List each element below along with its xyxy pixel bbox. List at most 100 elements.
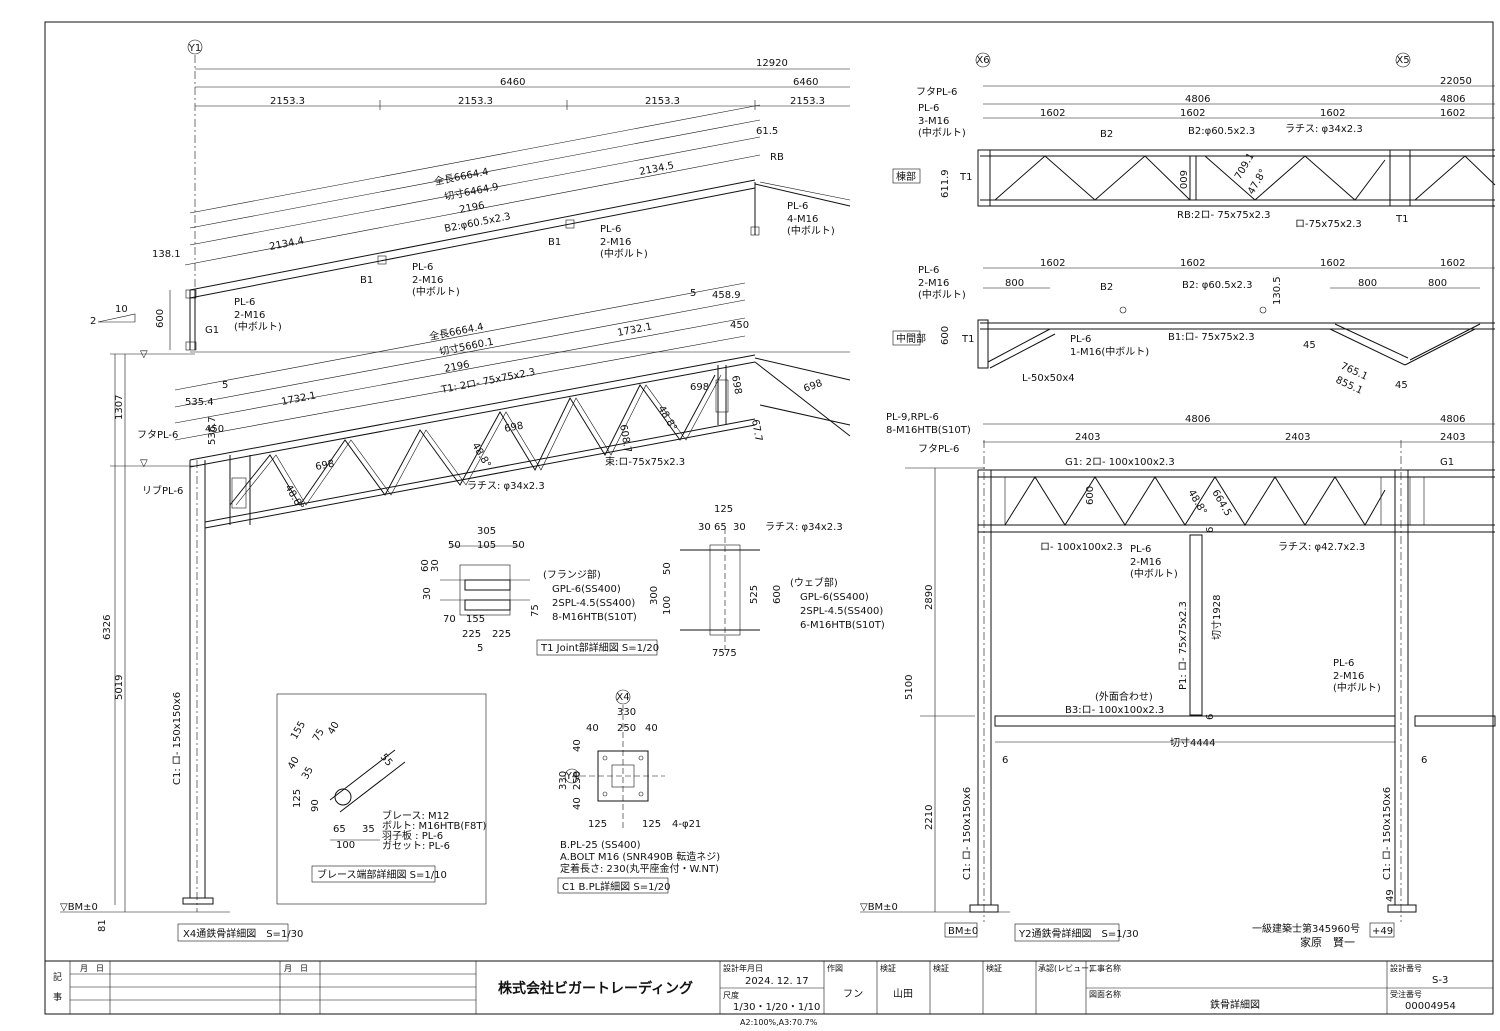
brace-note-3: 羽子板 : PL-6 — [382, 829, 443, 842]
mid-d600: 600 — [940, 326, 951, 345]
ridge-post: ロ-75x75x2.3 — [1295, 219, 1362, 230]
brace-d75: 75 — [311, 727, 327, 744]
conn-b1a-l3: (中ボルト) — [412, 285, 460, 298]
height-81: 81 — [97, 919, 108, 932]
truss-d1732-1a: 1732.1 — [616, 321, 652, 338]
mid-b2: B2 — [1100, 282, 1113, 293]
flange-h75: 75 — [530, 604, 541, 617]
brace-d125: 125 — [292, 789, 303, 808]
truss-ang3: 48.8° — [655, 404, 678, 433]
base-h330: 330 — [558, 771, 569, 790]
scale-label: 尺度 — [723, 990, 739, 1000]
conn-g1-tag: G1 — [205, 325, 219, 336]
base-w40a: 40 — [586, 723, 599, 734]
section-tag-mid: 中間部 — [896, 332, 926, 345]
y2-d6a: 6 — [1205, 527, 1216, 533]
y2-futa: フタPL-6 — [918, 443, 959, 455]
y2-h5100: 5100 — [904, 675, 915, 700]
y2-h49: 49 — [1385, 889, 1396, 902]
mid-s3: 1602 — [1320, 258, 1345, 269]
architect-name: 家原 賢一 — [1300, 935, 1355, 949]
base-w40b: 40 — [645, 723, 658, 734]
brace-d155: 155 — [289, 719, 308, 741]
rafter-end-61-5: 61.5 — [756, 126, 778, 137]
brace-d35: 35 — [300, 765, 316, 782]
y2-s3: 2403 — [1440, 432, 1465, 443]
joint-detail-title: T1 Joint部詳細図 S=1/20 — [540, 641, 659, 654]
y2-cut4444: 切寸4444 — [1170, 736, 1215, 749]
truss-d698a: 698 — [314, 459, 335, 473]
drawing-no: S-3 — [1432, 975, 1448, 986]
ridge-ang: 47.8° — [1246, 167, 1269, 196]
y2-d6b: 6 — [1205, 714, 1216, 720]
y2-col-l: C1: ロ- 150x150x6 — [962, 787, 973, 880]
mid-conn-l2: 2-M16 — [918, 278, 949, 289]
base-w125b: 125 — [642, 819, 661, 830]
truss-d1732-1b: 1732.1 — [280, 390, 316, 407]
web-note-3: 2SPL-4.5(SS400) — [800, 606, 883, 617]
brace-d35b: 35 — [362, 824, 375, 835]
ridge-conn-l2: 3-M16 — [918, 116, 949, 127]
y2-plmid-2: 2-M16 — [1130, 557, 1161, 568]
bm-mark: BM±0 — [948, 926, 978, 937]
y2-half-b: 4806 — [1440, 414, 1465, 425]
y2-d6d: 6 — [1421, 755, 1427, 766]
t1-joint-detail: 305 105 50 50 60 30 30 70 155 75 225 225… — [420, 504, 885, 659]
mid-d800c: 800 — [1428, 278, 1447, 289]
dim-half-left: 6460 — [500, 77, 525, 88]
y2-plmid-3: (中ボルト) — [1130, 567, 1178, 580]
web-w65: 65 — [714, 522, 727, 533]
dim-seg-2: 2153.3 — [458, 96, 493, 107]
ridge-t1b: T1 — [1395, 214, 1408, 225]
y2-cut1928: 切寸1928 — [1210, 595, 1223, 640]
y2-g1: G1: 2ロ- 100x100x2.3 — [1065, 457, 1175, 468]
ridge-half: 4806 — [1185, 94, 1210, 105]
ridge-rb: RB:2ロ- 75x75x2.3 — [1177, 210, 1271, 221]
dim-seg-1: 2153.3 — [270, 96, 305, 107]
conn-g1-l3: (中ボルト) — [234, 320, 282, 333]
y2-d6c: 6 — [1002, 755, 1008, 766]
drawing-name: 鉄骨詳細図 — [1210, 998, 1260, 1011]
bm-level-right: ▽BM±0 — [860, 902, 898, 913]
conn-rb-l2: 4-M16 — [787, 214, 818, 225]
base-note-2: A.BOLT M16 (SNR490B 転造ネジ) — [560, 850, 720, 863]
mid-d45b: 45 — [1395, 380, 1408, 391]
mid-angle: L-50x50x4 — [1022, 373, 1075, 384]
truss-ang1: 48.8° — [282, 483, 305, 512]
truss-d67-7: 67.7 — [749, 419, 764, 443]
web-h300: 300 — [649, 586, 660, 605]
mid-pl-l2: 1-M16(中ボルト) — [1070, 345, 1149, 358]
web-lattice: ラチス: φ34x2.3 — [765, 521, 843, 533]
web-w30: 30 — [698, 522, 711, 533]
mid-s4: 1602 — [1440, 258, 1465, 269]
y2-plr-1: PL-6 — [1333, 658, 1354, 669]
rev-label-a: 記 — [53, 971, 62, 983]
web-h100: 100 — [662, 596, 673, 615]
mid-truss-elevation: 1602 1602 1602 1602 800 800 800 中間部 PL-6… — [892, 258, 1495, 397]
truss-d5b: 5 — [222, 380, 228, 391]
conn-b1b-l2: 2-M16 — [600, 237, 631, 248]
brace-d40b: 40 — [286, 755, 302, 772]
truss-d608-7: 608.7 — [617, 424, 633, 454]
truss-d5: 5 — [690, 288, 696, 299]
flange-w5: 5 — [477, 643, 483, 654]
y2-top-pl-1: PL-9,RPL-6 — [886, 412, 939, 423]
conn-b1a-l1: PL-6 — [412, 262, 433, 273]
web-w30b: 30 — [733, 522, 746, 533]
grid-label-y1: Y1 — [188, 43, 201, 54]
ridge-s1: 1602 — [1040, 108, 1065, 119]
truss-d698c: 698 — [690, 382, 709, 393]
rafter-seg-2134-5: 2134.5 — [638, 160, 674, 177]
design-date-label: 設計年月日 — [723, 963, 763, 973]
flange-w50b: 50 — [512, 540, 525, 551]
base-w125a: 125 — [588, 819, 607, 830]
conn-rb-l1: PL-6 — [787, 201, 808, 212]
ridge-conn-l3: (中ボルト) — [918, 126, 966, 139]
company-name: 株式会社ビガートレーディング — [498, 980, 693, 997]
web-h525: 525 — [749, 585, 760, 604]
ridge-d600: 600 — [1177, 170, 1188, 189]
base-holes: 4-φ21 — [672, 819, 701, 830]
y2-s2: 2403 — [1285, 432, 1310, 443]
y2-plr-3: (中ボルト) — [1333, 681, 1381, 694]
c1-base-plate-detail: X4 Y4 330 250 40 40 40 330 250 40 125 12… — [557, 689, 720, 894]
